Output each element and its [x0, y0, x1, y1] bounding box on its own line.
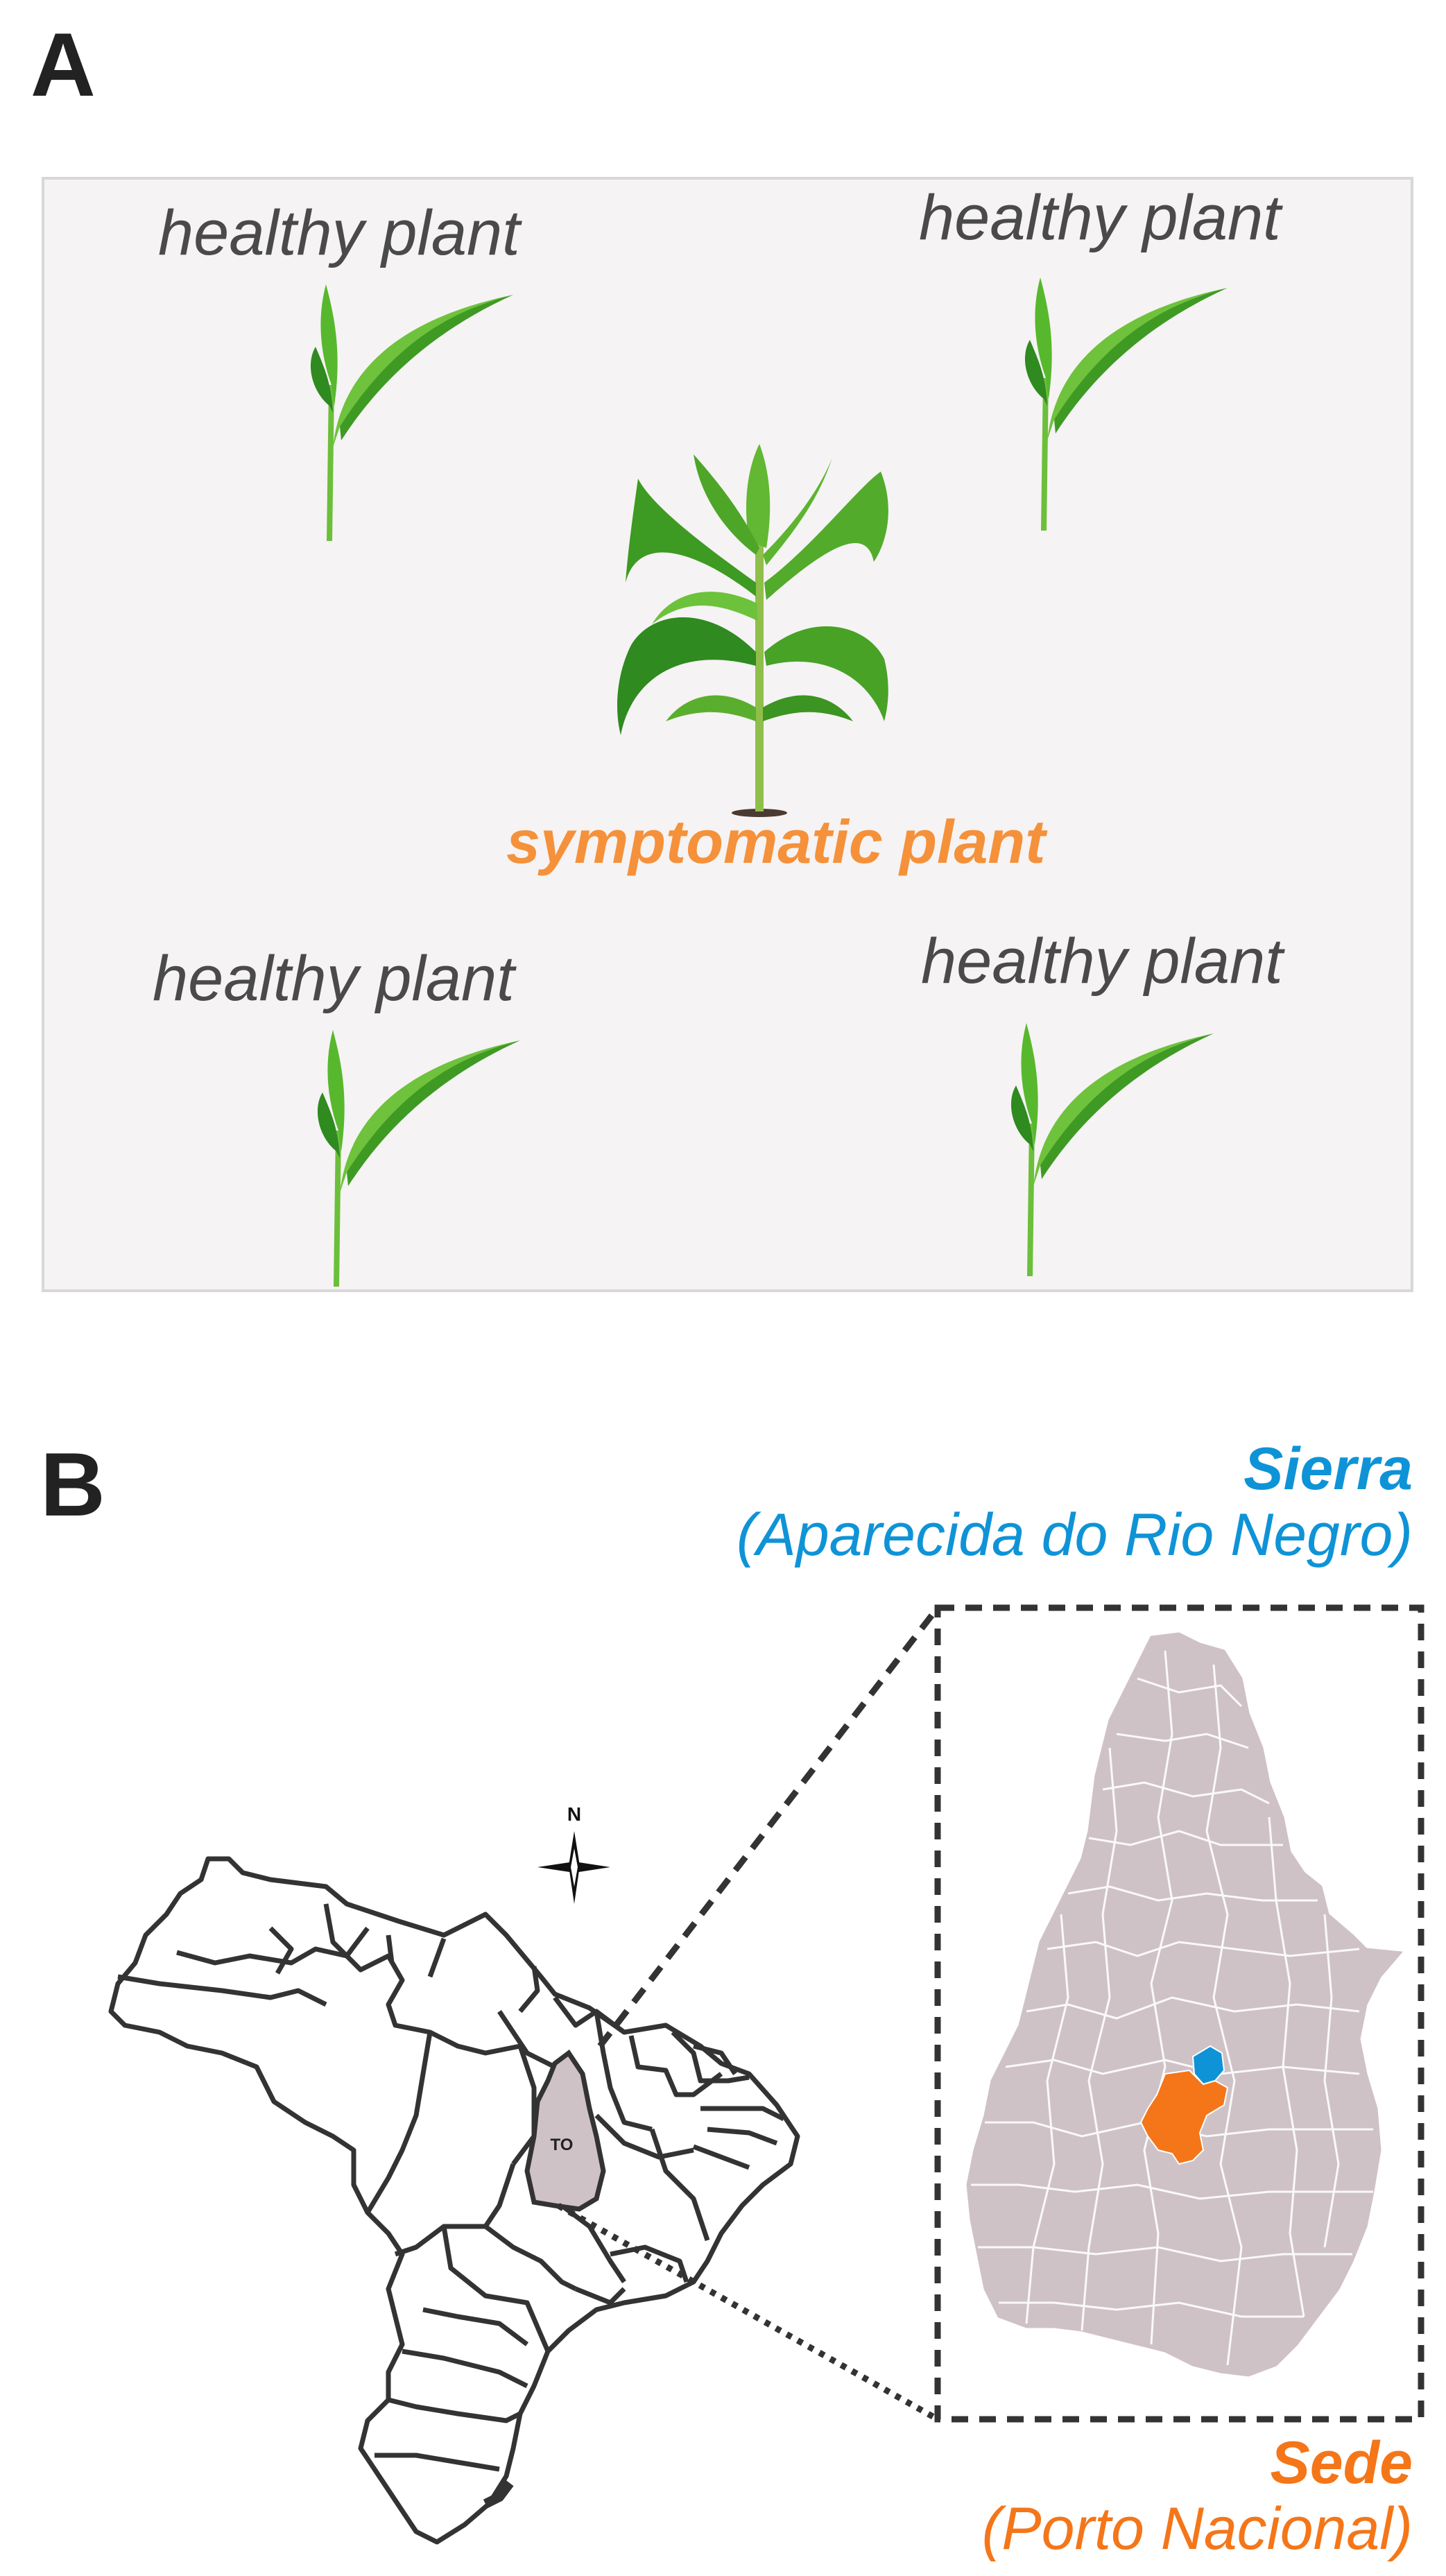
sede-municipality-region — [1139, 2069, 1229, 2165]
sierra-title: Sierra — [1243, 1436, 1413, 1502]
sede-title: Sede — [1270, 2430, 1413, 2496]
compass-north-label: N — [567, 1803, 581, 1825]
tocantins-abbreviation-label: TO — [551, 2136, 574, 2154]
panel-a-letter: A — [31, 14, 96, 115]
brazil-map — [108, 1856, 800, 2545]
healthy-plant-label-top-left: healthy plant — [158, 198, 520, 268]
symptomatic-plant — [617, 444, 888, 817]
healthy-plant-label-bottom-left: healthy plant — [153, 943, 515, 1014]
panel-b-letter: B — [40, 1434, 105, 1535]
field-diagram-panel — [42, 177, 1413, 1292]
healthy-plant-seedling-2 — [1024, 277, 1228, 531]
zoom-connector-top — [597, 1606, 940, 2048]
sierra-municipality-region — [1191, 2045, 1225, 2086]
sierra-subtitle: (Aparecida do Rio Negro) — [736, 1502, 1413, 1568]
symptomatic-plant-label: symptomatic plant — [506, 807, 1046, 876]
healthy-plant-label-top-right: healthy plant — [919, 182, 1281, 253]
healthy-plant-seedling-1 — [310, 284, 513, 542]
sede-subtitle: (Porto Nacional) — [981, 2496, 1413, 2562]
healthy-plant-seedling-3 — [317, 1030, 520, 1287]
healthy-plant-seedling-4 — [1010, 1023, 1214, 1277]
brazil-country-outline — [108, 1856, 800, 2545]
zoom-connector-bottom — [556, 2203, 940, 2422]
tocantins-inset-map — [966, 1632, 1404, 2377]
tocantins-state-shape — [524, 2049, 606, 2212]
healthy-plant-label-bottom-right: healthy plant — [921, 926, 1283, 997]
compass-rose-icon: N — [537, 1803, 610, 1904]
